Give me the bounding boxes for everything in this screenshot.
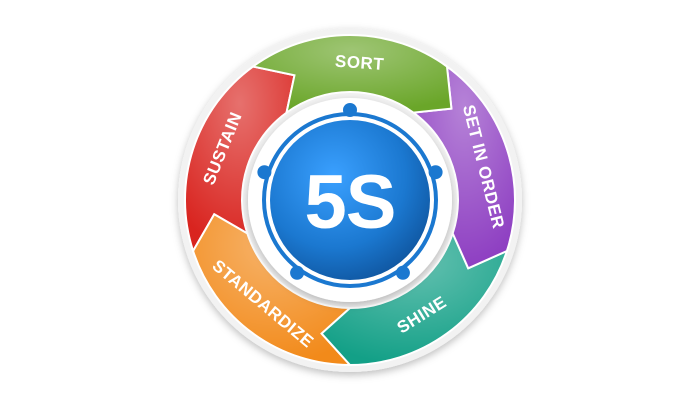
center-label: 5S	[305, 160, 396, 245]
segment-gloss	[184, 66, 295, 251]
segment-gloss	[193, 214, 350, 365]
segment-gloss	[253, 35, 452, 113]
segments-layer	[184, 34, 516, 367]
segment-label-sort: SORT	[334, 52, 385, 74]
center-disc	[270, 120, 430, 280]
center-ring	[262, 112, 438, 288]
segment-gloss	[321, 233, 507, 365]
segment-gloss	[413, 66, 515, 269]
